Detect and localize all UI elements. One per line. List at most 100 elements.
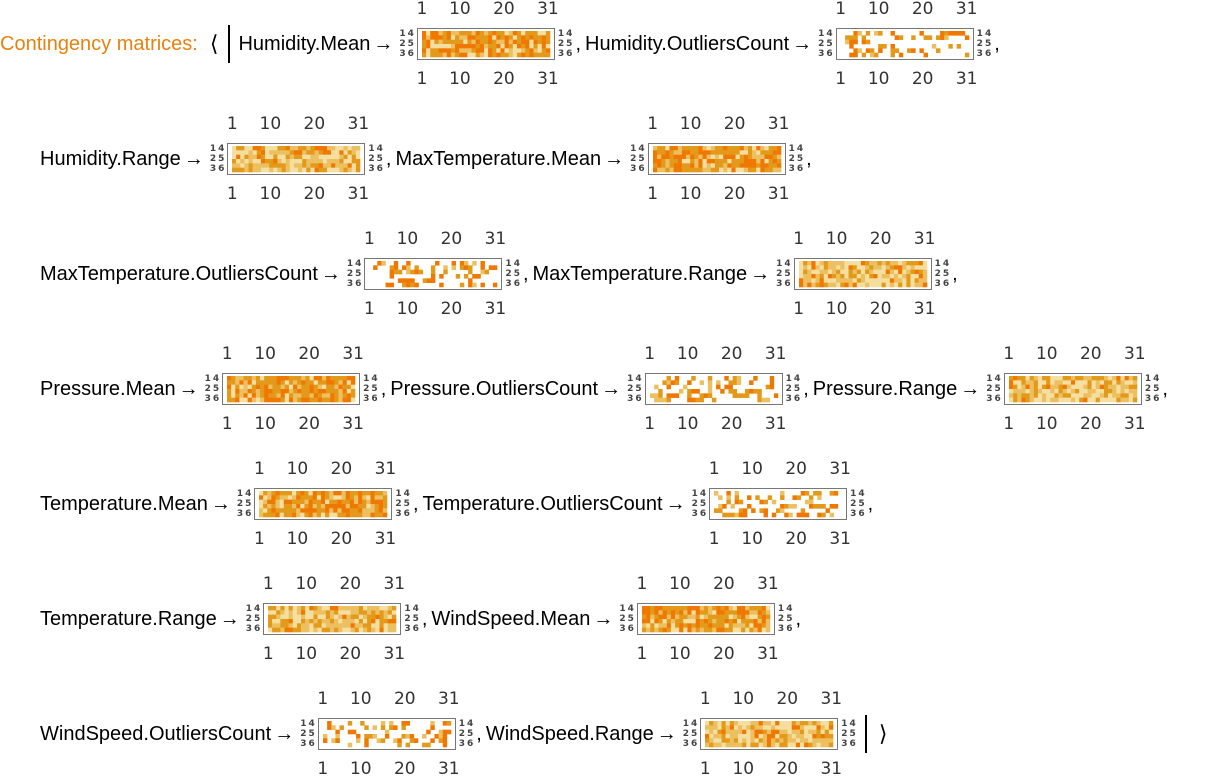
matrix-cell — [356, 159, 361, 164]
matrix-cell — [347, 154, 353, 160]
matrix-cell — [240, 159, 246, 164]
matrix-cell — [347, 159, 353, 164]
matrix-cell — [699, 614, 705, 620]
matrix-cell — [720, 614, 725, 620]
matrix-cell — [812, 734, 818, 739]
row-tick: 6 — [796, 164, 804, 174]
matrix-cell — [741, 614, 746, 620]
matrix-cell — [313, 623, 319, 628]
row-tick: 6 — [793, 394, 801, 404]
arrow-icon: → — [210, 492, 231, 515]
matrix-cell — [362, 495, 368, 500]
matrix-cell — [718, 167, 724, 173]
matrix-cell — [691, 614, 696, 620]
matrix-cell — [330, 623, 335, 628]
matrix-cell — [885, 274, 890, 279]
matrix-cell — [734, 495, 740, 500]
matrix-cell — [442, 52, 447, 58]
matrix-cell — [751, 146, 757, 151]
matrix-cell — [537, 35, 542, 40]
matrix-cell — [450, 52, 456, 58]
matrix-cell — [738, 734, 743, 739]
matrix-cell — [496, 48, 501, 53]
matrix-cell — [767, 495, 773, 500]
matrix-cell — [844, 274, 849, 279]
matrix-cell — [380, 738, 386, 743]
matrix-cell — [379, 610, 385, 615]
matrix-cell — [240, 146, 246, 151]
matrix-cell — [1087, 397, 1092, 403]
matrix-cell — [284, 491, 289, 496]
matrix-cell — [662, 610, 667, 615]
matrix-cell — [1017, 397, 1022, 403]
matrix-cell — [813, 491, 818, 496]
row-tick: 4 — [627, 604, 634, 614]
matrix-cell — [464, 265, 469, 270]
matrix-cell — [286, 159, 291, 164]
matrix-cell — [322, 389, 327, 394]
matrix-cell — [732, 389, 737, 394]
matrix-cell — [333, 491, 339, 496]
matrix-cell — [939, 35, 945, 40]
matrix-cell — [392, 738, 398, 743]
matrix-cell — [742, 729, 747, 735]
matrix-cell — [702, 163, 707, 168]
axis-tick: 10 — [679, 114, 702, 134]
matrix-cell — [271, 504, 277, 509]
matrix-cell — [341, 499, 347, 505]
matrix-cell — [720, 627, 725, 633]
row-tick: 4 — [467, 719, 474, 729]
matrix-cell — [460, 265, 465, 270]
comma: , — [803, 377, 809, 400]
matrix-cell — [681, 146, 686, 151]
matrix-cell — [277, 167, 283, 173]
row-tick: 1 — [399, 29, 406, 39]
matrix-cell — [483, 39, 489, 45]
matrix-cell — [743, 167, 748, 173]
matrix-cell — [901, 261, 907, 266]
axis-tick: 10 — [295, 574, 318, 594]
matrix-cell — [1132, 389, 1138, 394]
matrix-cell — [317, 397, 323, 403]
matrix-cell — [305, 619, 310, 624]
matrix-cell — [297, 614, 302, 620]
row-tick: 4 — [691, 719, 698, 729]
matrix-cell — [301, 376, 306, 381]
matrix-cell — [305, 397, 311, 403]
matrix-cell — [1041, 384, 1047, 390]
axis-tick: 31 — [820, 689, 843, 709]
matrix-cell — [392, 619, 397, 624]
matrix-cell — [296, 491, 301, 496]
matrix-cell — [852, 269, 857, 275]
matrix-cell — [1021, 389, 1026, 394]
matrix-cell — [848, 265, 853, 270]
axis-tick: 1 — [253, 459, 265, 479]
matrix-cell — [309, 606, 315, 611]
matrix-cell — [232, 150, 237, 155]
row-tick: 2 — [505, 269, 512, 279]
matrix-cell — [325, 508, 330, 513]
matrix-cell — [715, 384, 721, 390]
matrix-cell — [256, 393, 261, 398]
row-tick: 5 — [849, 729, 856, 739]
matrix-cell — [662, 619, 667, 624]
matrix-cell — [1124, 380, 1129, 385]
matrix-cell — [471, 39, 476, 45]
row-tick: 4 — [308, 719, 315, 729]
matrix-cell — [427, 278, 432, 283]
matrix-cell — [720, 623, 725, 628]
matrix-cell — [434, 39, 439, 45]
row-tick: 6 — [513, 279, 520, 289]
matrix-cell — [304, 495, 310, 500]
axis-tick: 1 — [364, 229, 375, 249]
matrix-cell — [322, 376, 327, 381]
matrix-cell — [280, 606, 286, 611]
matrix-cell — [914, 282, 919, 288]
matrix-cell — [260, 384, 265, 390]
matrix-cell — [1107, 384, 1113, 390]
row-tick: 5 — [254, 614, 261, 624]
